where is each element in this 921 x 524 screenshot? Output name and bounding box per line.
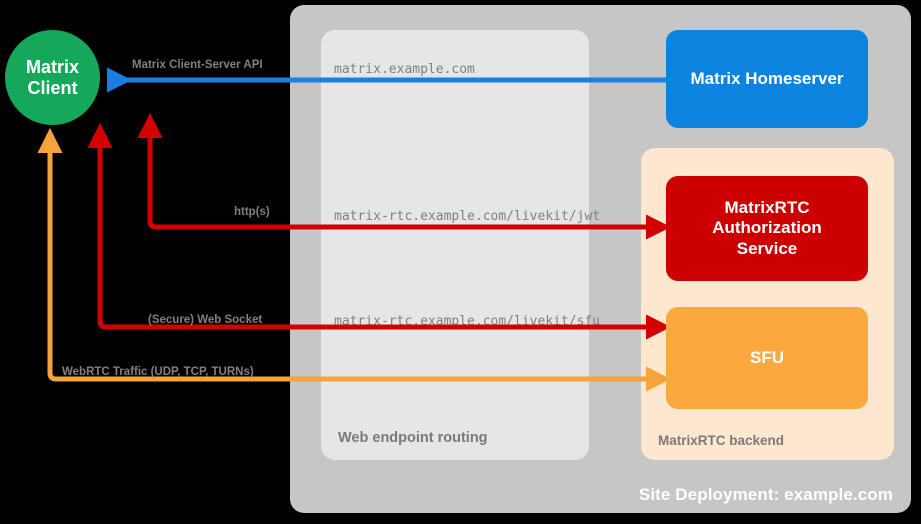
node-auth-line1: MatrixRTC <box>724 197 810 217</box>
node-auth-line2: Authorization <box>712 218 822 238</box>
node-matrix-homeserver[interactable]: Matrix Homeserver <box>666 30 868 128</box>
connector-label-https: http(s) <box>234 206 270 218</box>
site-deployment-label: Site Deployment: example.com <box>638 485 893 504</box>
node-auth-line3: Service <box>736 238 798 258</box>
connector-label-webrtc-traffic: WebRTC Traffic (UDP, TCP, TURNs) <box>62 366 254 378</box>
matrixrtc-backend-label: MatrixRTC backend <box>658 433 785 448</box>
node-sfu[interactable]: SFU <box>666 307 868 409</box>
node-sfu-label: SFU <box>750 347 784 367</box>
connector-label-client-server-api: Matrix Client-Server API <box>132 59 263 71</box>
web-endpoint-routing-label: Web endpoint routing <box>338 430 488 446</box>
node-matrix-homeserver-label: Matrix Homeserver <box>690 68 844 88</box>
web-endpoint-routing-container: Web endpoint routing <box>321 30 589 460</box>
node-matrix-client[interactable]: Matrix Client <box>5 30 100 125</box>
endpoint-matrix-host: matrix.example.com <box>334 62 475 77</box>
node-matrix-client-line2: Client <box>27 77 78 98</box>
node-matrixrtc-authorization-service[interactable]: MatrixRTC Authorization Service <box>666 176 868 281</box>
node-matrix-client-line1: Matrix <box>25 56 79 77</box>
endpoint-livekit-jwt-host: matrix-rtc.example.com/livekit/jwt <box>334 209 601 224</box>
endpoint-livekit-sfu-host: matrix-rtc.example.com/livekit/sfu <box>334 314 601 329</box>
connector-label-web-socket: (Secure) Web Socket <box>148 314 263 326</box>
